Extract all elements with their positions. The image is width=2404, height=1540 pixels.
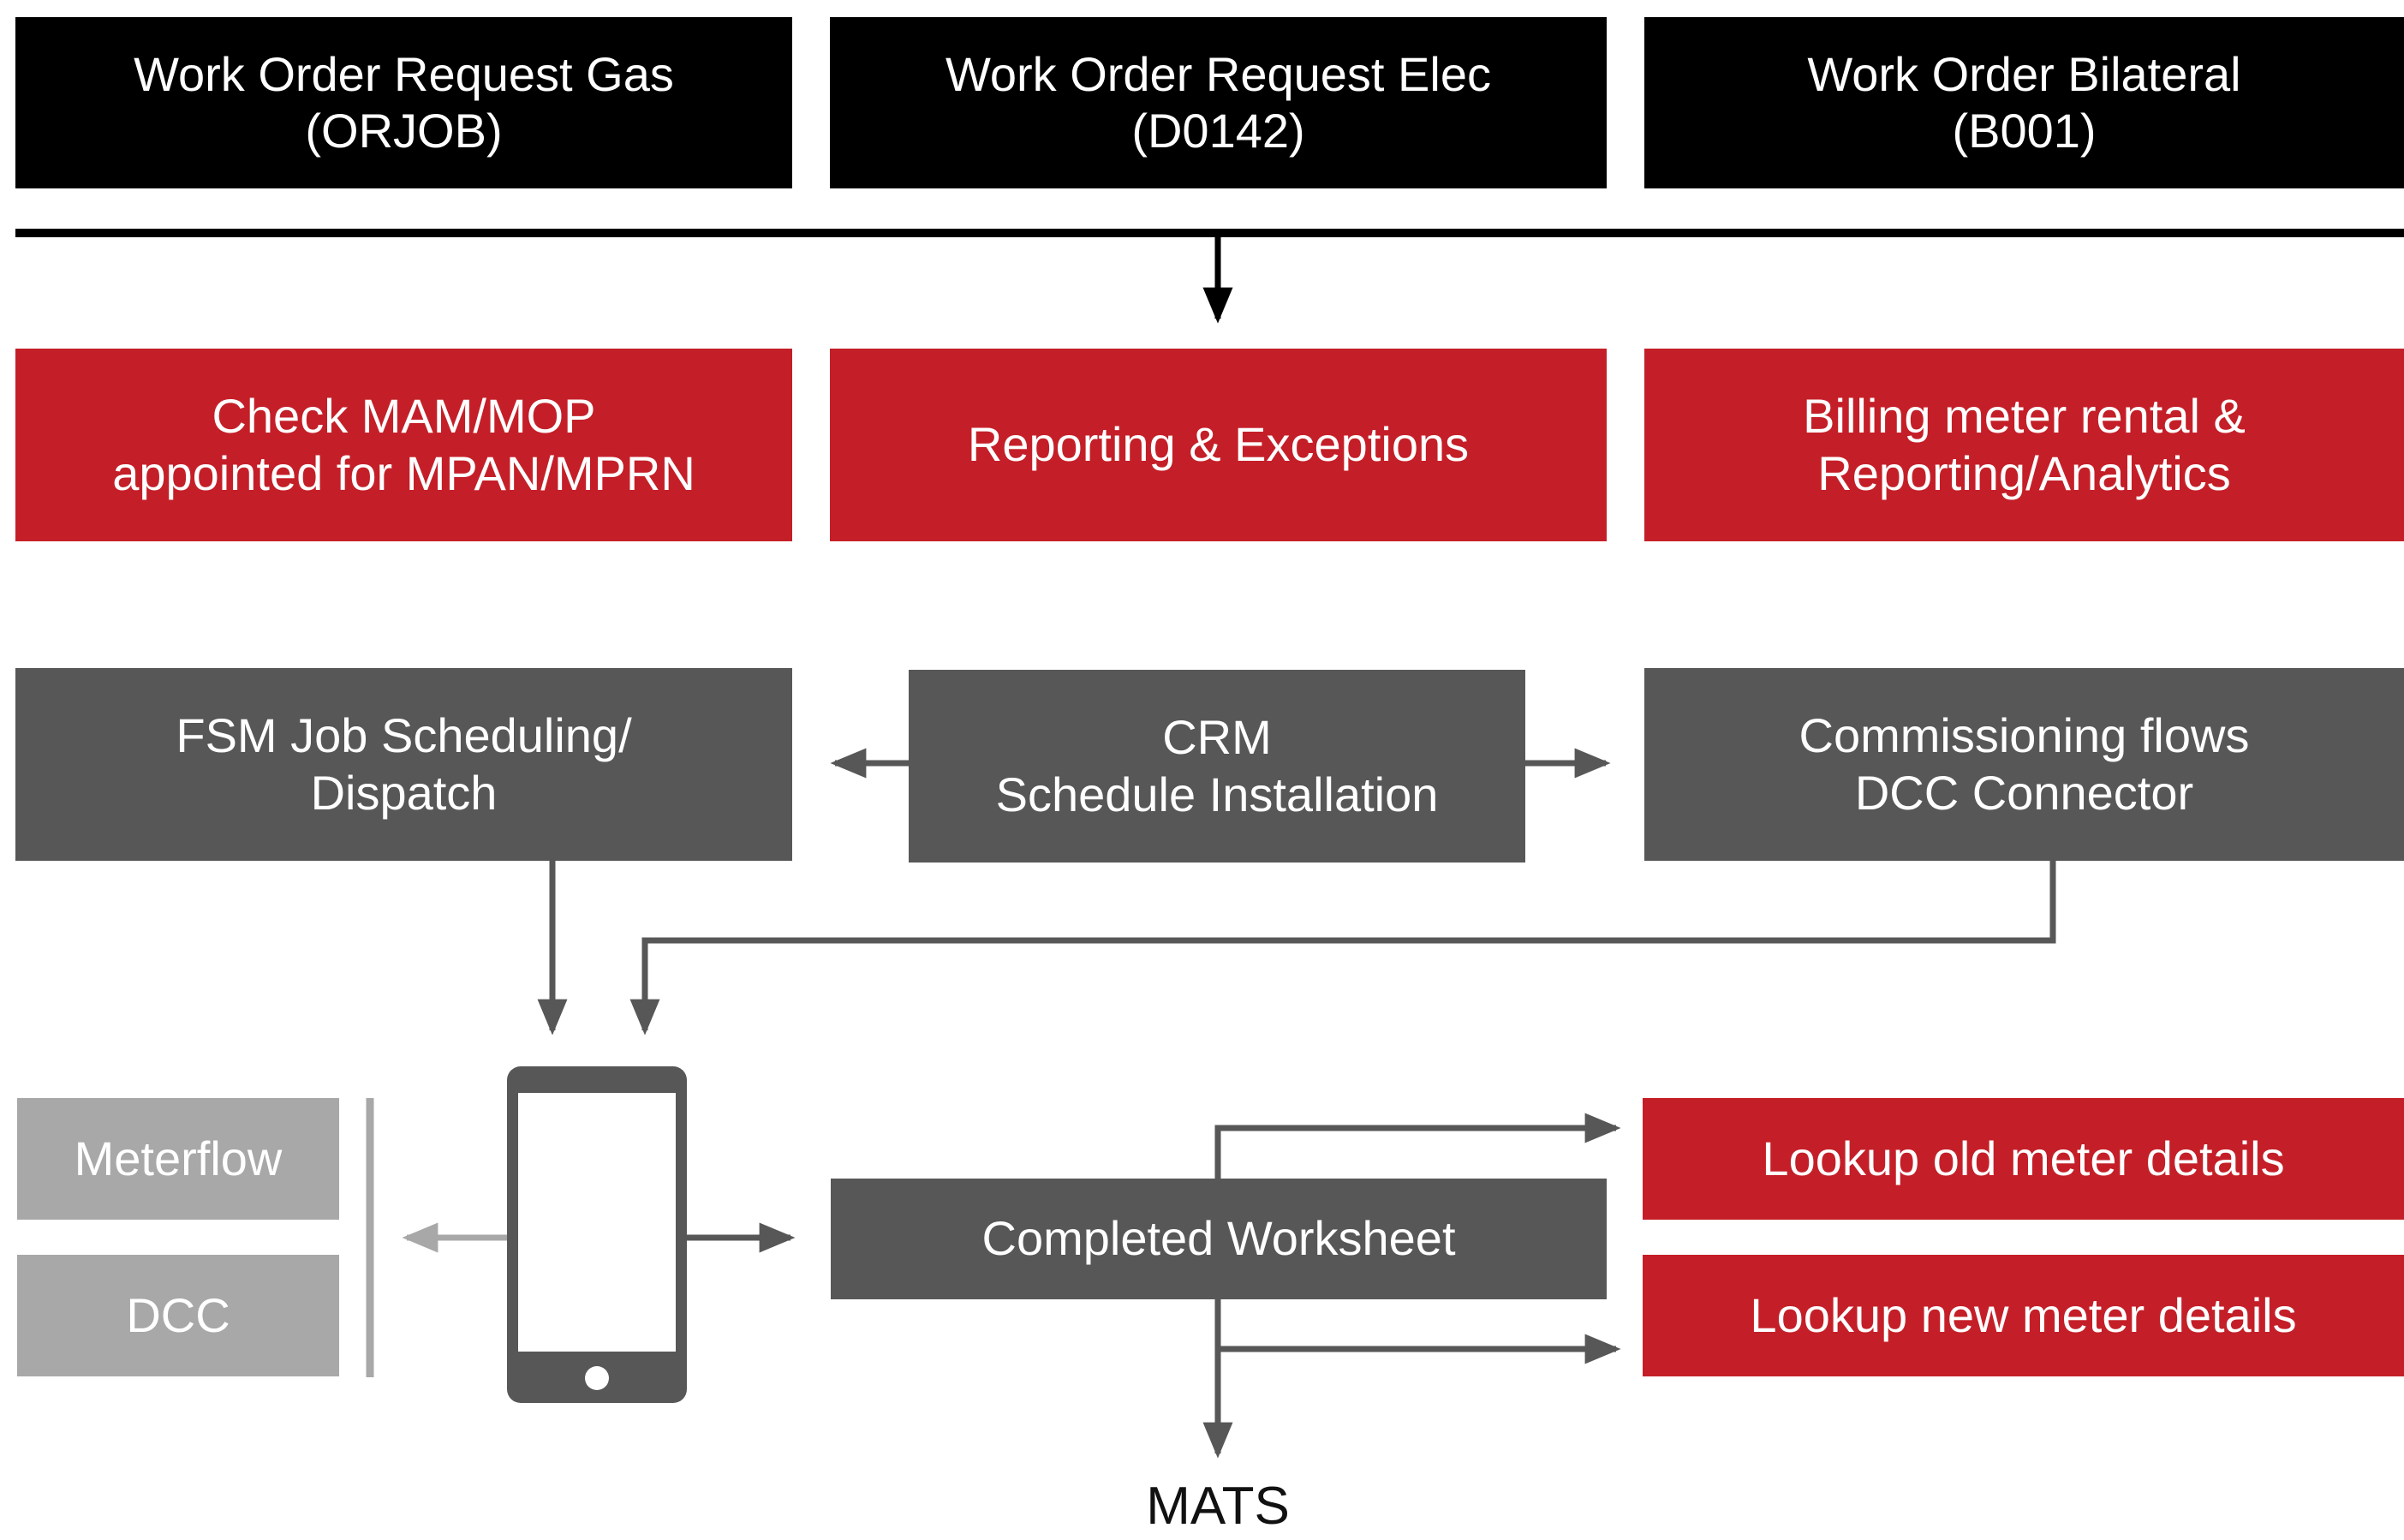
- function-box-billing: Billing meter rental & Reporting/Analyti…: [1644, 349, 2404, 541]
- function-billing-line2: Reporting/Analytics: [1817, 445, 2231, 500]
- mobile-phone-icon: [507, 1066, 687, 1403]
- input-bilateral-code: (B001): [1952, 104, 2097, 158]
- process-fsm-line2: Dispatch: [310, 765, 498, 820]
- input-elec-title: Work Order Request Elec: [945, 46, 1491, 101]
- input-gas-title: Work Order Request Gas: [134, 46, 674, 101]
- function-box-check: Check MAM/MOP appointed for MPAN/MPRN: [15, 349, 792, 541]
- function-box-reporting: Reporting & Exceptions: [830, 349, 1607, 541]
- function-billing-line1: Billing meter rental &: [1803, 389, 2246, 444]
- worksheet-label: Completed Worksheet: [981, 1211, 1456, 1266]
- input-box-elec: Work Order Request Elec (D0142): [830, 17, 1607, 188]
- process-fsm-line1: FSM Job Scheduling/: [176, 708, 632, 763]
- function-check-line1: Check MAM/MOP: [212, 389, 596, 444]
- function-reporting-label: Reporting & Exceptions: [967, 417, 1470, 472]
- external-meterflow-label: Meterflow: [74, 1131, 283, 1185]
- output-mats-label: MATS: [1146, 1477, 1290, 1536]
- function-check-line2: appointed for MPAN/MPRN: [112, 445, 695, 500]
- process-box-crm: CRM Schedule Installation: [909, 670, 1525, 863]
- process-commissioning-line1: Commissioning flows: [1799, 708, 2250, 763]
- worksheet-to-old-lookup-arrow: [1214, 1113, 1621, 1180]
- process-commissioning-line2: DCC Connector: [1854, 765, 2194, 820]
- worksheet-to-new-lookup-arrow: [1214, 1299, 1621, 1364]
- lookup-box-old-meter: Lookup old meter details: [1643, 1098, 2404, 1220]
- commissioning-to-device-arrow: [629, 861, 2056, 1036]
- external-dcc-label: DCC: [126, 1287, 230, 1342]
- external-box-dcc: DCC: [17, 1255, 339, 1376]
- process-crm-line1: CRM: [1162, 710, 1272, 765]
- process-box-commissioning: Commissioning flows DCC Connector: [1644, 668, 2404, 861]
- lookup-box-new-meter: Lookup new meter details: [1643, 1255, 2404, 1376]
- worksheet-box: Completed Worksheet: [831, 1179, 1607, 1299]
- input-box-gas: Work Order Request Gas (ORJOB): [15, 17, 792, 188]
- input-box-bilateral: Work Order Bilateral (B001): [1644, 17, 2404, 188]
- lookup-new-meter-label: Lookup new meter details: [1750, 1287, 2297, 1342]
- process-crm-line2: Schedule Installation: [995, 767, 1439, 821]
- lookup-old-meter-label: Lookup old meter details: [1762, 1131, 2285, 1185]
- process-box-fsm: FSM Job Scheduling/ Dispatch: [15, 668, 792, 861]
- input-elec-code: (D0142): [1131, 104, 1305, 158]
- external-box-meterflow: Meterflow: [17, 1098, 339, 1220]
- input-bilateral-title: Work Order Bilateral: [1807, 46, 2241, 101]
- input-gas-code: (ORJOB): [305, 104, 503, 158]
